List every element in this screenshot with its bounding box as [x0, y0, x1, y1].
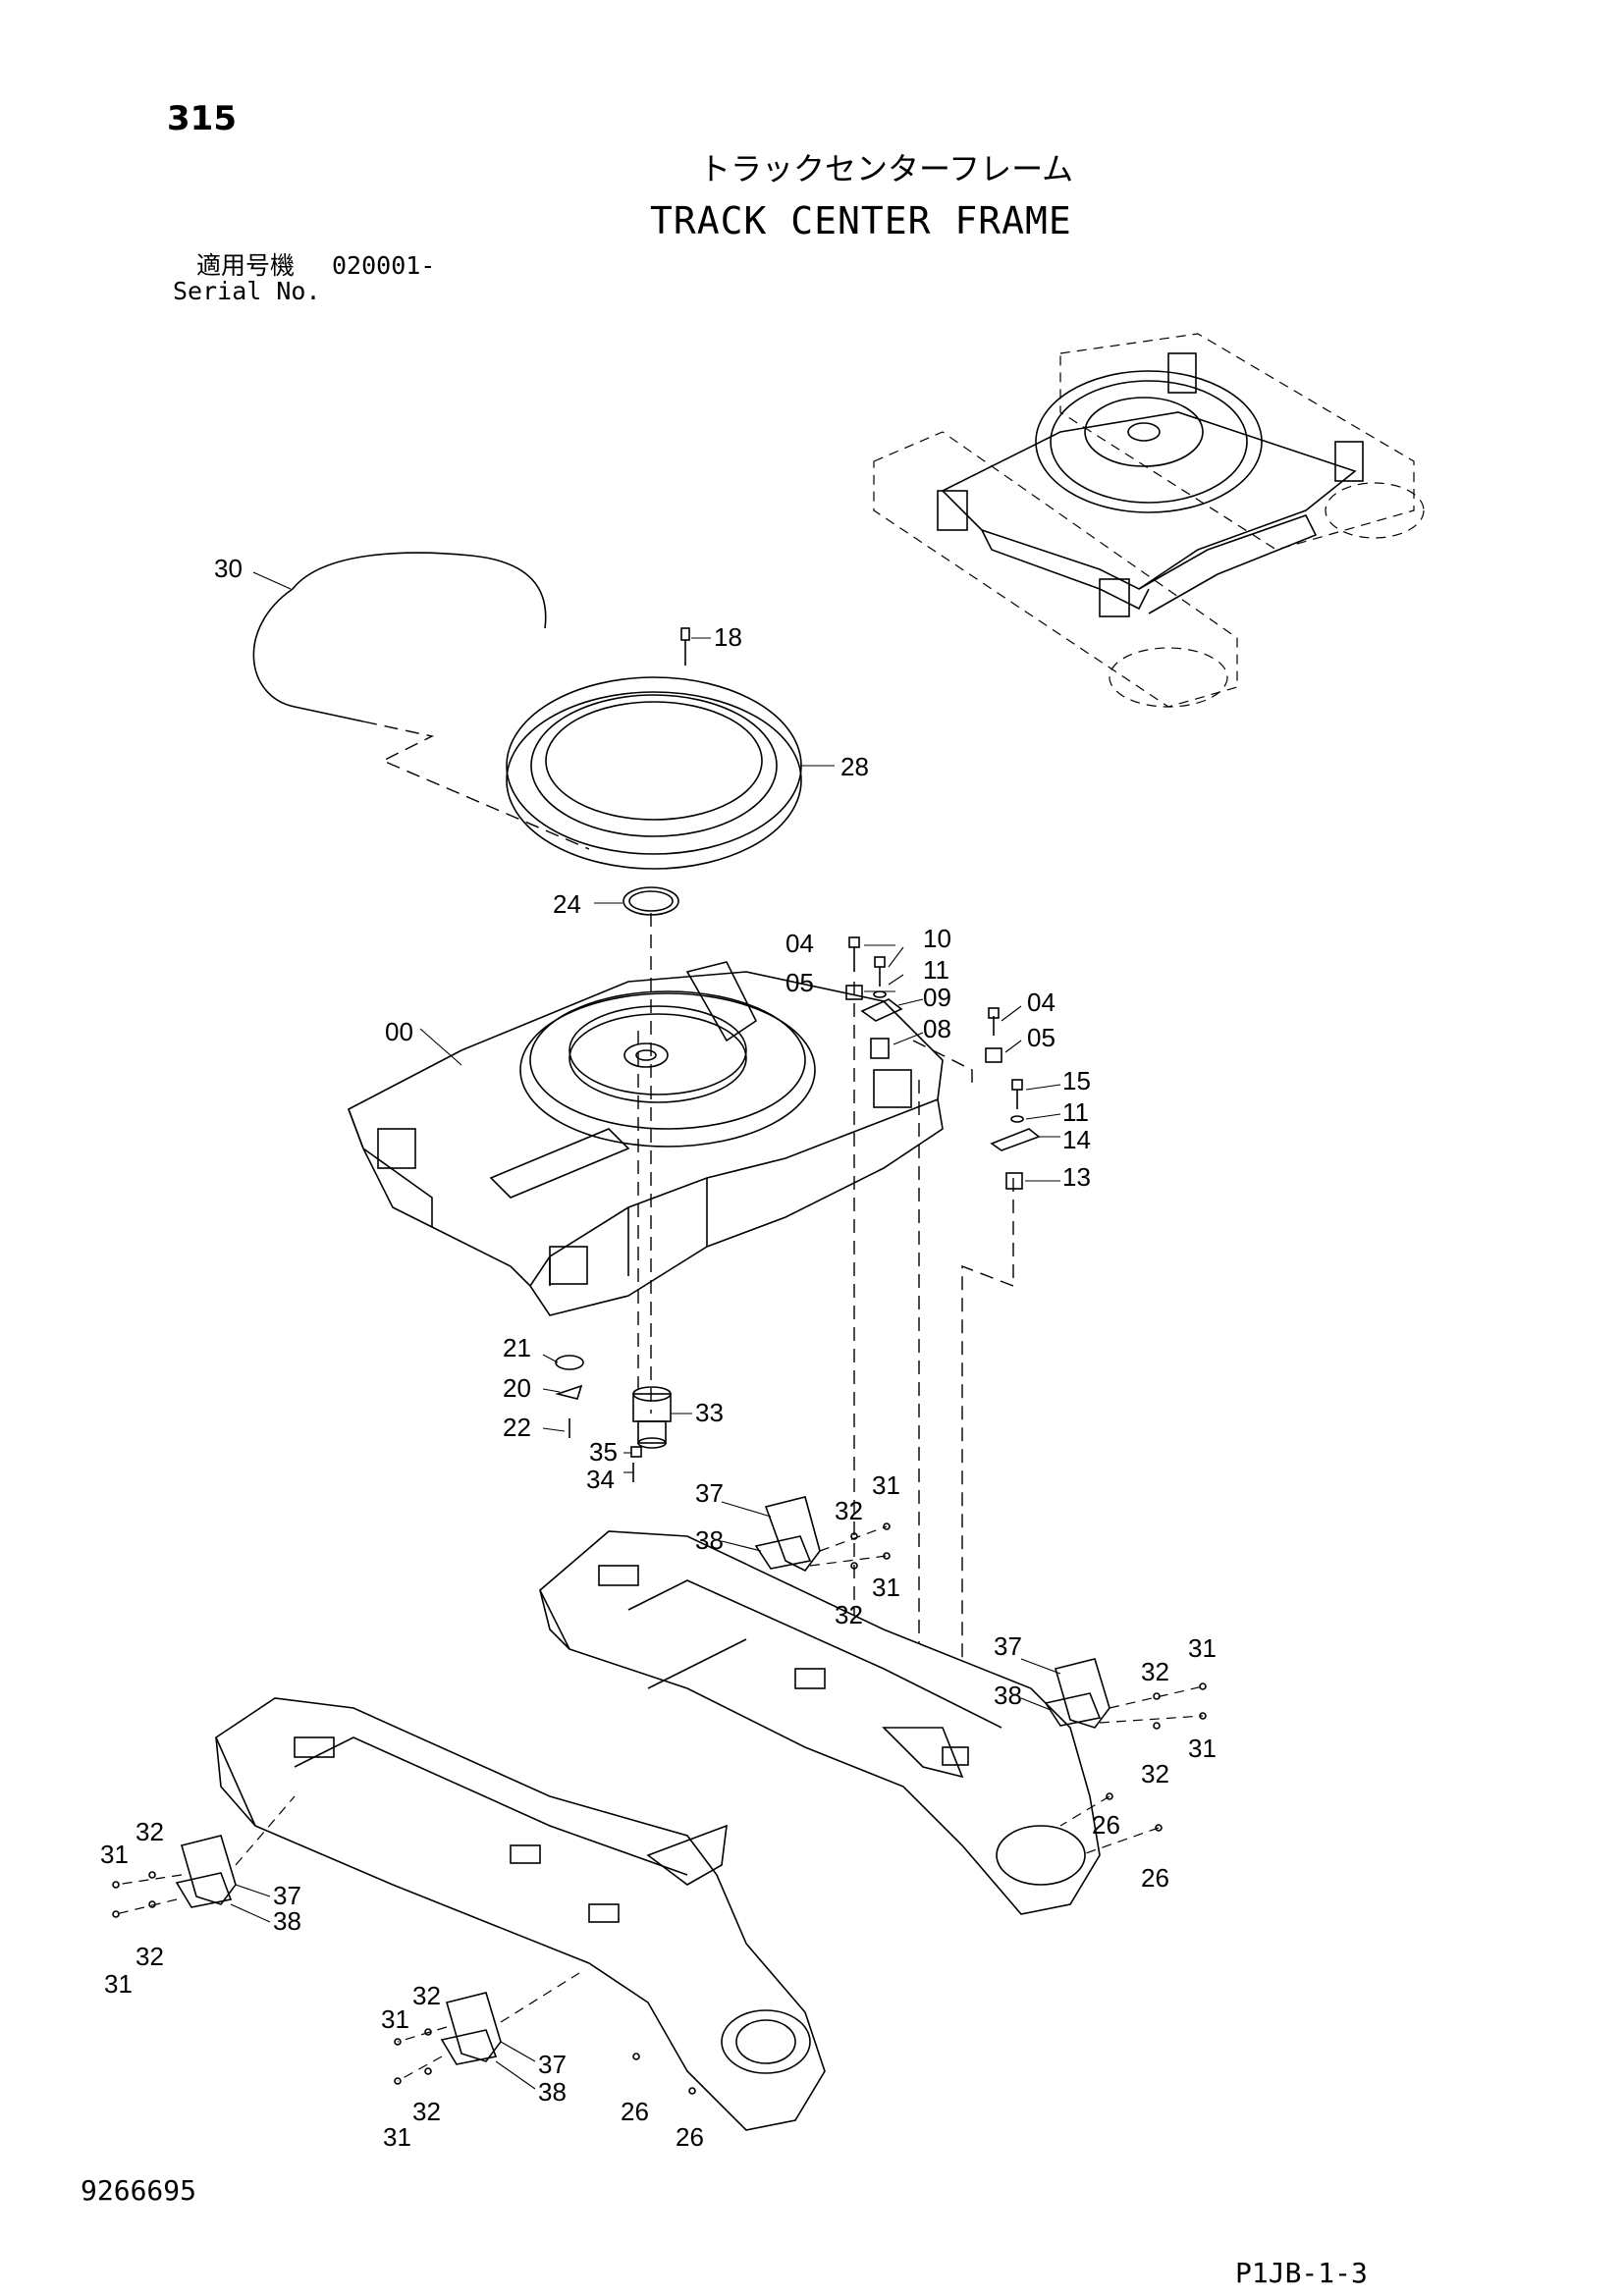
callout-24: 24 [553, 889, 581, 919]
callout-32: 32 [412, 1981, 441, 2010]
callout-38: 38 [695, 1525, 724, 1555]
part-00-center-frame [348, 961, 944, 1316]
callout-32: 32 [412, 2097, 441, 2126]
callout-32: 32 [835, 1600, 863, 1629]
callout-33: 33 [695, 1398, 724, 1427]
callout-37: 37 [994, 1631, 1022, 1661]
callout-13: 13 [1062, 1162, 1091, 1192]
callout-26: 26 [621, 2097, 649, 2126]
title-japanese: トラックセンターフレーム [699, 150, 1074, 187]
callout-32: 32 [1141, 1759, 1169, 1789]
callout-15: 15 [1062, 1066, 1091, 1095]
callout-04: 04 [1027, 988, 1056, 1017]
part-24-seal [594, 886, 679, 916]
callout-05: 05 [785, 968, 814, 997]
part-30-hose [252, 552, 547, 722]
callout-22: 22 [503, 1413, 531, 1442]
callout-04: 04 [785, 929, 814, 958]
callout-31: 31 [383, 2122, 411, 2152]
page-code: P1JB-1-3 [1235, 2257, 1368, 2289]
side-frame-right [539, 1530, 1101, 1915]
callout-32: 32 [835, 1496, 863, 1525]
callout-08: 08 [923, 1014, 951, 1043]
callout-20: 20 [503, 1373, 531, 1403]
callout-09: 09 [923, 983, 951, 1012]
callout-37: 37 [695, 1478, 724, 1508]
callout-32: 32 [135, 1817, 164, 1846]
callout-37: 37 [273, 1881, 301, 1910]
callout-10: 10 [923, 924, 951, 953]
page-number: 315 [167, 99, 237, 138]
swivel-joint-cluster [542, 1354, 692, 1482]
callout-31: 31 [872, 1573, 900, 1602]
callout-11: 11 [1062, 1097, 1089, 1127]
bracket-37-38-upper [721, 1496, 1207, 1856]
callout-26: 26 [1092, 1810, 1120, 1840]
callout-30: 30 [214, 554, 243, 583]
bracket-37-38-lower [112, 1795, 696, 2095]
part-28-swing-bearing [506, 676, 835, 870]
callout-31: 31 [872, 1470, 900, 1500]
callout-31: 31 [381, 2004, 409, 2034]
callout-14: 14 [1062, 1125, 1091, 1154]
callout-00: 00 [385, 1017, 413, 1046]
document-number: 9266695 [81, 2174, 197, 2207]
callout-28: 28 [840, 752, 869, 781]
hardware-cluster-upper [845, 936, 1061, 1190]
callout-32: 32 [1141, 1657, 1169, 1686]
callout-31: 31 [100, 1840, 129, 1869]
page-title: TRACK CENTER FRAME [650, 199, 1072, 242]
side-frame-left [214, 1697, 826, 2131]
overview-illustration [873, 333, 1425, 708]
callout-31: 31 [1188, 1633, 1217, 1663]
callout-26: 26 [1141, 1863, 1169, 1893]
callout-32: 32 [135, 1942, 164, 1971]
callout-38: 38 [273, 1906, 301, 1936]
callout-05: 05 [1027, 1023, 1056, 1052]
callout-37: 37 [538, 2050, 567, 2079]
callout-26: 26 [676, 2122, 704, 2152]
serial-label-japanese: 適用号機 [196, 251, 296, 280]
callout-35: 35 [589, 1437, 618, 1467]
callout-11: 11 [923, 955, 949, 985]
callout-34: 34 [586, 1465, 615, 1494]
callout-38: 38 [538, 2077, 567, 2107]
callout-31: 31 [104, 1969, 133, 1999]
callout-31: 31 [1188, 1734, 1217, 1763]
callout-18: 18 [714, 622, 742, 652]
serial-label: Serial No. [173, 277, 321, 305]
part-18-bolt [680, 627, 711, 666]
callout-labels: 30 18 28 24 04 10 05 11 09 08 04 05 00 1… [100, 554, 1217, 2152]
serial-value: 020001- [332, 251, 436, 280]
callout-21: 21 [503, 1333, 531, 1362]
callout-38: 38 [994, 1681, 1022, 1710]
